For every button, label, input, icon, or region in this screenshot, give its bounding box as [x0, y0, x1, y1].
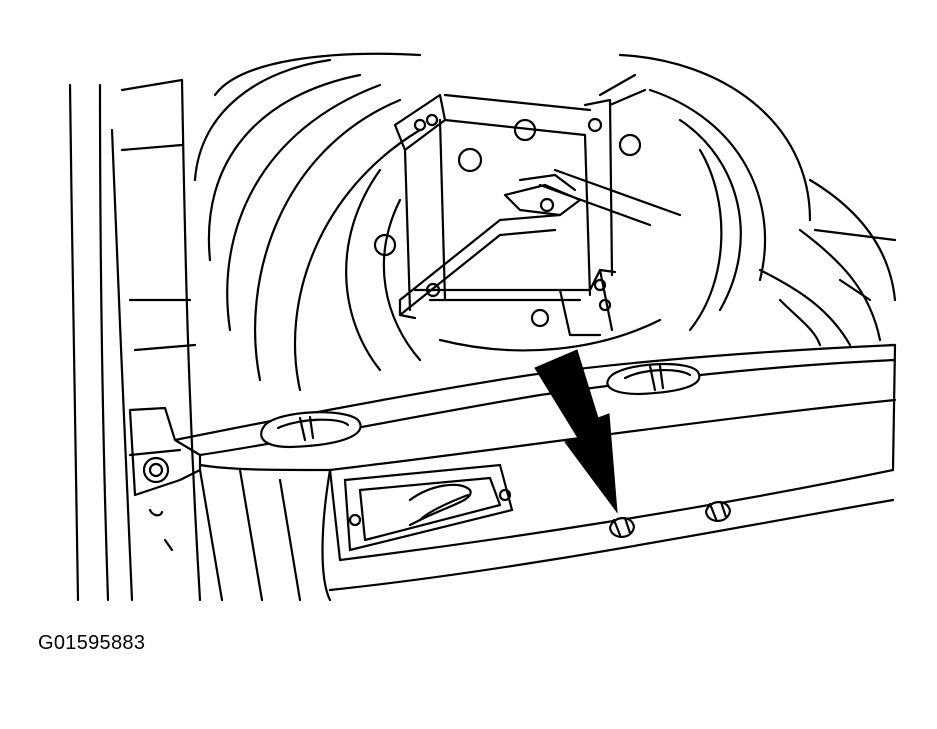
fastener-clip [608, 516, 636, 538]
trunk-handle-recess [343, 463, 514, 552]
fastener-clips [608, 500, 732, 538]
callout-arrow [534, 349, 618, 514]
right-body-panel [758, 178, 897, 347]
left-body-panel [68, 78, 202, 602]
left-bracket [128, 406, 202, 497]
figure-id-label: G01595883 [38, 632, 146, 654]
oval-slots [260, 363, 701, 449]
rear-cross-member [173, 343, 897, 602]
scissor-jack [393, 73, 682, 337]
spare-tire [193, 52, 812, 392]
fastener-clip [704, 500, 732, 522]
